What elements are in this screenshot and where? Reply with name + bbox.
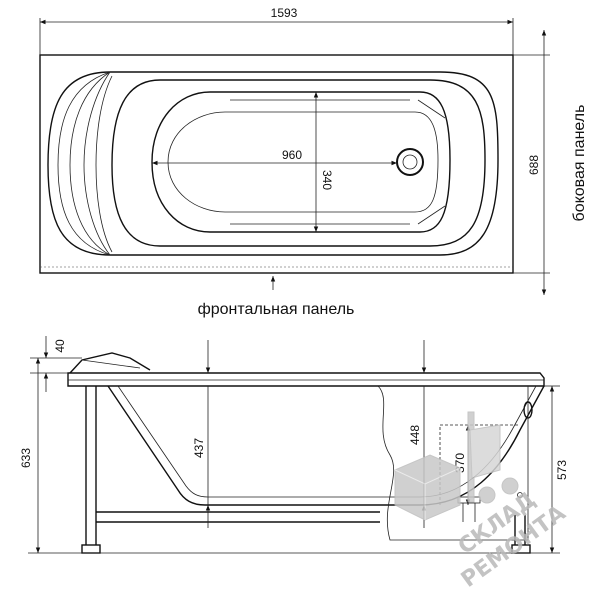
dim-depth-right: 448 — [408, 425, 422, 445]
tub-inner-rim — [111, 79, 486, 247]
drain-icon — [396, 148, 424, 176]
dim-rim: 40 — [53, 339, 67, 353]
side-rim — [67, 372, 545, 387]
dim-leg-height: 573 — [555, 460, 569, 480]
cutaway-section — [377, 385, 529, 541]
tub-outer-rim — [39, 54, 514, 274]
dim-total-height: 633 — [19, 448, 33, 468]
dim-inner-width: 340 — [320, 170, 334, 190]
tub-basin — [151, 91, 451, 233]
dim-inner-length: 960 — [282, 148, 302, 162]
support-frame — [85, 386, 97, 545]
front-panel-label: фронтальная панель — [198, 301, 355, 318]
tub-outer-body — [47, 71, 499, 256]
side-panel-label: боковая панель — [571, 105, 588, 222]
dim-length: 1593 — [271, 6, 298, 20]
dim-width: 688 — [527, 155, 541, 175]
side-view: 40 633 437 448 370 573 — [19, 336, 569, 554]
headrest — [69, 352, 151, 374]
dim-depth-left: 437 — [192, 438, 206, 458]
plan-view: 1593 688 боковая панель 960 340 фронталь… — [39, 6, 588, 318]
forklift-icon — [394, 411, 519, 521]
